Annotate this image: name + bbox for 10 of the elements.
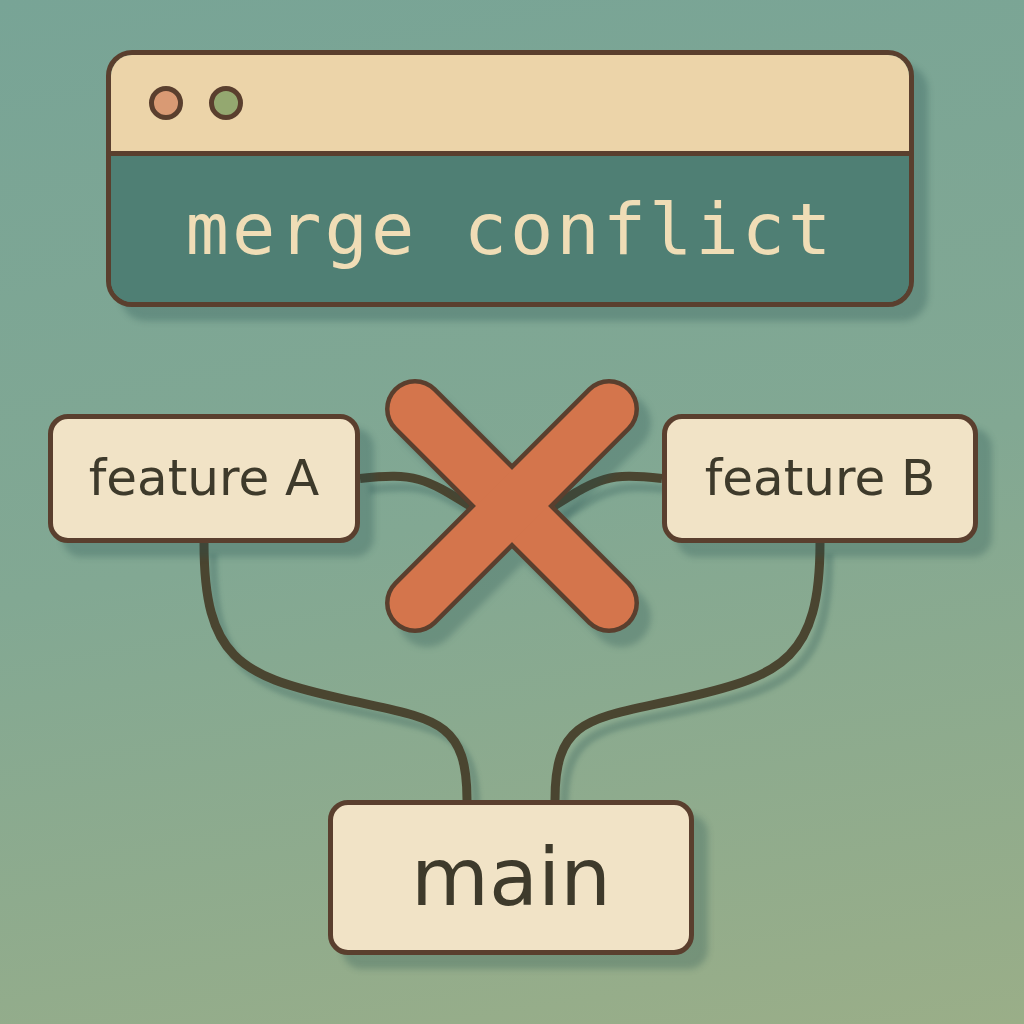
branch-box — [48, 414, 360, 543]
branch-label: feature A — [88, 451, 320, 506]
branch-label: main — [411, 833, 611, 922]
app-window — [106, 50, 914, 307]
connector-line — [199, 542, 472, 801]
cross-mark — [384, 378, 640, 634]
connector-line — [550, 542, 825, 801]
branch-label: feature B — [704, 451, 936, 506]
branch-box — [328, 800, 694, 955]
branch-box — [662, 414, 978, 543]
